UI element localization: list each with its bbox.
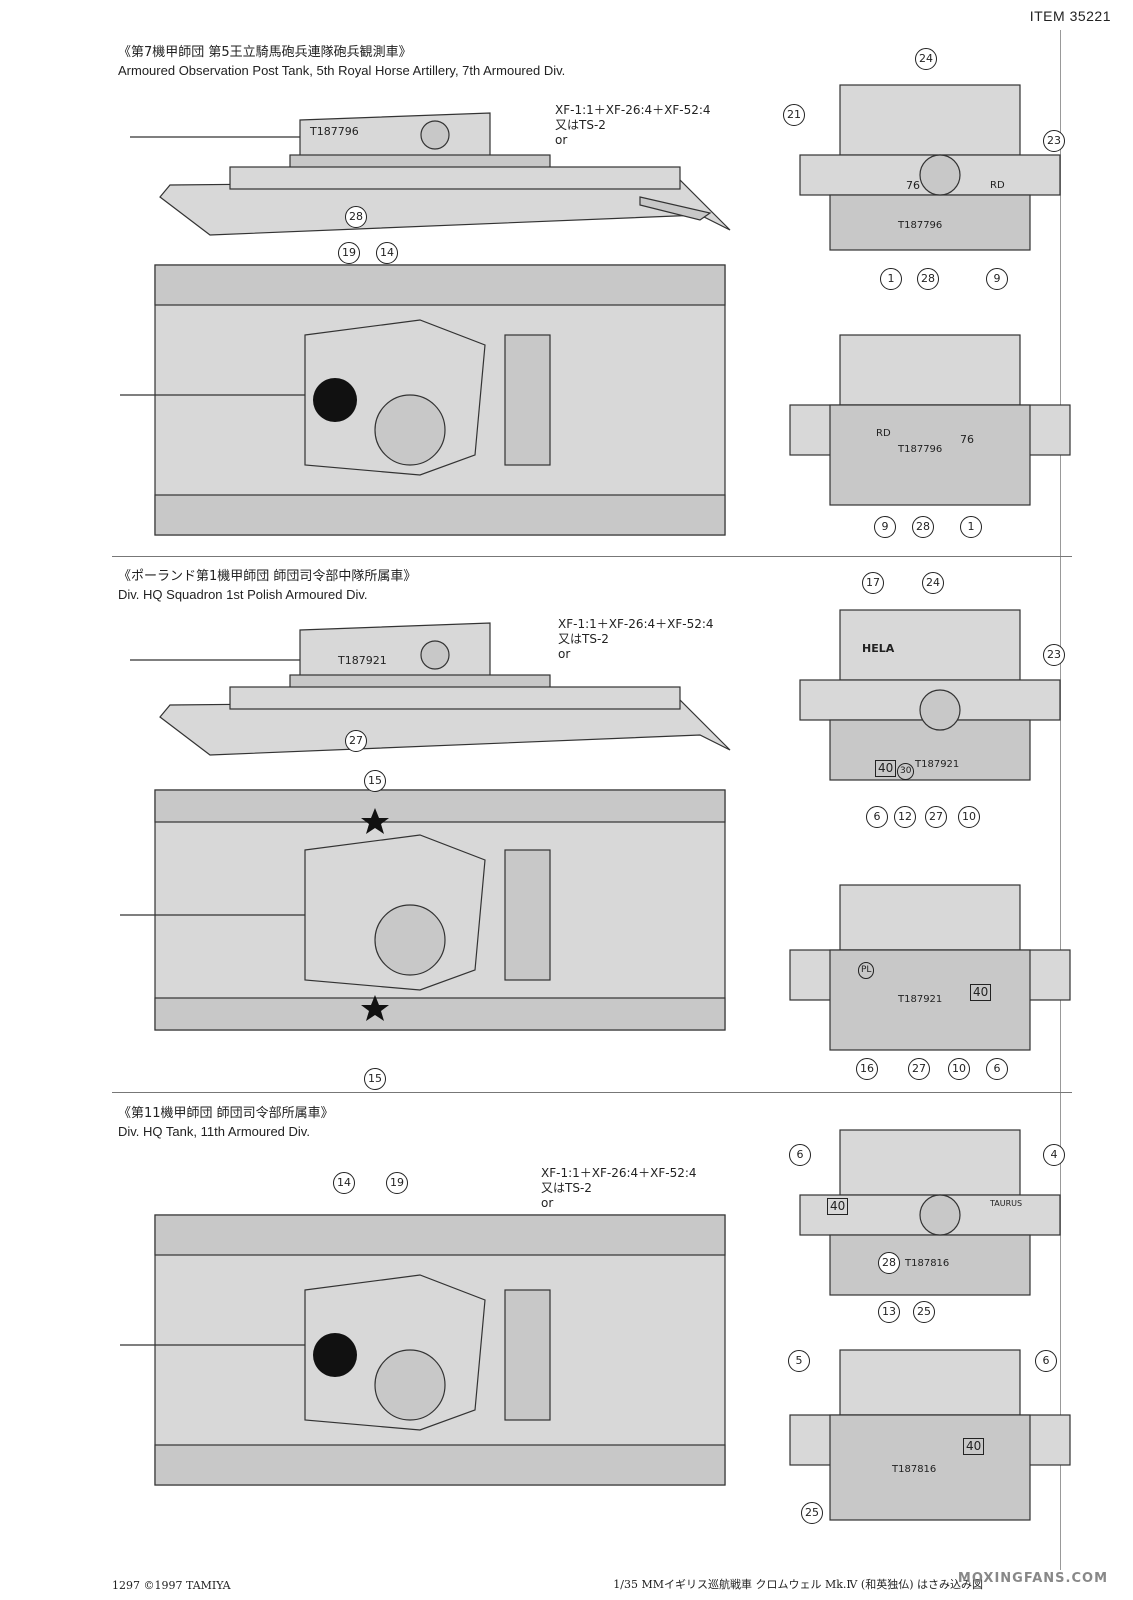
section-1-title: 《第7機甲師団 第5王立騎馬砲兵連隊砲兵観測車》 Armoured Observ…	[118, 44, 565, 80]
rear-1-marking-76: 76	[960, 433, 974, 446]
rear-2-hull-number: T187921	[898, 994, 943, 1005]
watermark: MOXINGFANS.COM	[957, 1571, 1108, 1586]
callout-19: 19	[338, 242, 360, 264]
callout-28: 28	[912, 516, 934, 538]
paint-or: or	[555, 133, 568, 147]
paint-alt: 又はTS-2	[555, 118, 606, 132]
callout-1: 1	[960, 516, 982, 538]
callout-6: 6	[1035, 1350, 1057, 1372]
paint-or: or	[541, 1196, 554, 1210]
front-1-marking-76: 76	[906, 179, 920, 192]
column-divider	[1060, 30, 1061, 1570]
item-number: ITEM 35221	[1029, 8, 1111, 24]
callout-10: 10	[958, 806, 980, 828]
callout-28: 28	[917, 268, 939, 290]
section-divider-2	[112, 1092, 1072, 1093]
paint-mix: XF-1:1＋XF-26:4＋XF-52:4	[558, 617, 714, 631]
front-2-hull-number: T187921	[915, 759, 960, 770]
callout-6: 6	[789, 1144, 811, 1166]
top-view-1	[120, 264, 726, 536]
rear-1-hull-number: T187796	[898, 444, 943, 455]
callout-12: 12	[894, 806, 916, 828]
callout-23: 23	[1043, 644, 1065, 666]
top-view-3	[120, 1214, 726, 1486]
front-2-marking-30: 30	[897, 763, 915, 780]
rear-3-marking-40: 40	[963, 1438, 985, 1455]
section-2-title: 《ポーランド第1機甲師団 師団司令部中隊所属車》 Div. HQ Squadro…	[118, 568, 416, 604]
callout-14: 14	[376, 242, 398, 264]
side-1-hull-number: T187796	[310, 125, 359, 138]
callout-4: 4	[1043, 1144, 1065, 1166]
section-3-title-en: Div. HQ Tank, 11th Armoured Div.	[118, 1124, 310, 1139]
section-1-paint-note: XF-1:1＋XF-26:4＋XF-52:4 又はTS-2 or	[555, 103, 711, 148]
front-view-1	[799, 84, 1061, 251]
side-view-2	[130, 622, 731, 756]
callout-13: 13	[878, 1301, 900, 1323]
callout-27: 27	[345, 730, 367, 752]
callout-1: 1	[880, 268, 902, 290]
side-2-hull-number: T187921	[338, 654, 387, 667]
front-3-hull-number: T187816	[905, 1258, 950, 1269]
front-2-marking-40: 40	[875, 760, 897, 777]
paint-alt: 又はTS-2	[541, 1181, 592, 1195]
front-1-hull-number: T187796	[898, 220, 943, 231]
rear-view-2	[789, 884, 1071, 1051]
paint-mix: XF-1:1＋XF-26:4＋XF-52:4	[541, 1166, 697, 1180]
callout-16: 16	[856, 1058, 878, 1080]
callout-24: 24	[922, 572, 944, 594]
rear-3-hull-number: T187816	[892, 1464, 937, 1475]
callout-23: 23	[1043, 130, 1065, 152]
callout-28: 28	[345, 206, 367, 228]
callout-15: 15	[364, 770, 386, 792]
paint-mix: XF-1:1＋XF-26:4＋XF-52:4	[555, 103, 711, 117]
callout-21: 21	[783, 104, 805, 126]
side-view-1	[130, 112, 731, 236]
callout-14: 14	[333, 1172, 355, 1194]
section-divider-1	[112, 556, 1072, 557]
callout-25: 25	[801, 1502, 823, 1524]
callout-6: 6	[986, 1058, 1008, 1080]
callout-27: 27	[925, 806, 947, 828]
rear-2-marking-pl: PL	[858, 962, 875, 979]
callout-10: 10	[948, 1058, 970, 1080]
turret-name: HELA	[862, 642, 895, 655]
section-3-paint-note: XF-1:1＋XF-26:4＋XF-52:4 又はTS-2 or	[541, 1166, 697, 1211]
rear-1-marking-rd: RD	[876, 428, 891, 439]
section-2-paint-note: XF-1:1＋XF-26:4＋XF-52:4 又はTS-2 or	[558, 617, 714, 662]
front-view-2	[799, 609, 1061, 781]
rear-view-3	[789, 1349, 1071, 1521]
callout-9: 9	[874, 516, 896, 538]
section-2-title-jp: 《ポーランド第1機甲師団 師団司令部中隊所属車》	[118, 569, 417, 584]
footer-copyright: 1297 ©1997 TAMIYA	[112, 1579, 231, 1592]
section-3-title-jp: 《第11機甲師団 師団司令部所属車》	[118, 1106, 334, 1121]
callout-6: 6	[866, 806, 888, 828]
top-view-2	[120, 789, 726, 1031]
callout-27: 27	[908, 1058, 930, 1080]
callout-24: 24	[915, 48, 937, 70]
callout-25: 25	[913, 1301, 935, 1323]
front-1-marking-rd: RD	[990, 180, 1005, 191]
front-3-marking-taurus: TAURUS	[990, 1199, 1023, 1208]
callout-9: 9	[986, 268, 1008, 290]
paint-or: or	[558, 647, 571, 661]
callout-28: 28	[878, 1252, 900, 1274]
callout-17: 17	[862, 572, 884, 594]
section-3-title: 《第11機甲師団 師団司令部所属車》 Div. HQ Tank, 11th Ar…	[118, 1105, 334, 1141]
paint-alt: 又はTS-2	[558, 632, 609, 646]
callout-5: 5	[788, 1350, 810, 1372]
footer-title: 1/35 MMイギリス巡航戦車 クロムウェル Mk.Ⅳ (和英独仏) はさみ込み…	[613, 1578, 983, 1591]
front-3-marking-40: 40	[827, 1198, 849, 1215]
rear-2-marking-40: 40	[970, 984, 992, 1001]
section-1-title-en: Armoured Observation Post Tank, 5th Roya…	[118, 63, 566, 78]
front-view-3	[799, 1129, 1061, 1296]
callout-19: 19	[386, 1172, 408, 1194]
rear-view-1	[789, 334, 1071, 506]
callout-15: 15	[364, 1068, 386, 1090]
section-2-title-en: Div. HQ Squadron 1st Polish Armoured Div…	[118, 587, 368, 602]
section-1-title-jp: 《第7機甲師団 第5王立騎馬砲兵連隊砲兵観測車》	[118, 45, 412, 60]
